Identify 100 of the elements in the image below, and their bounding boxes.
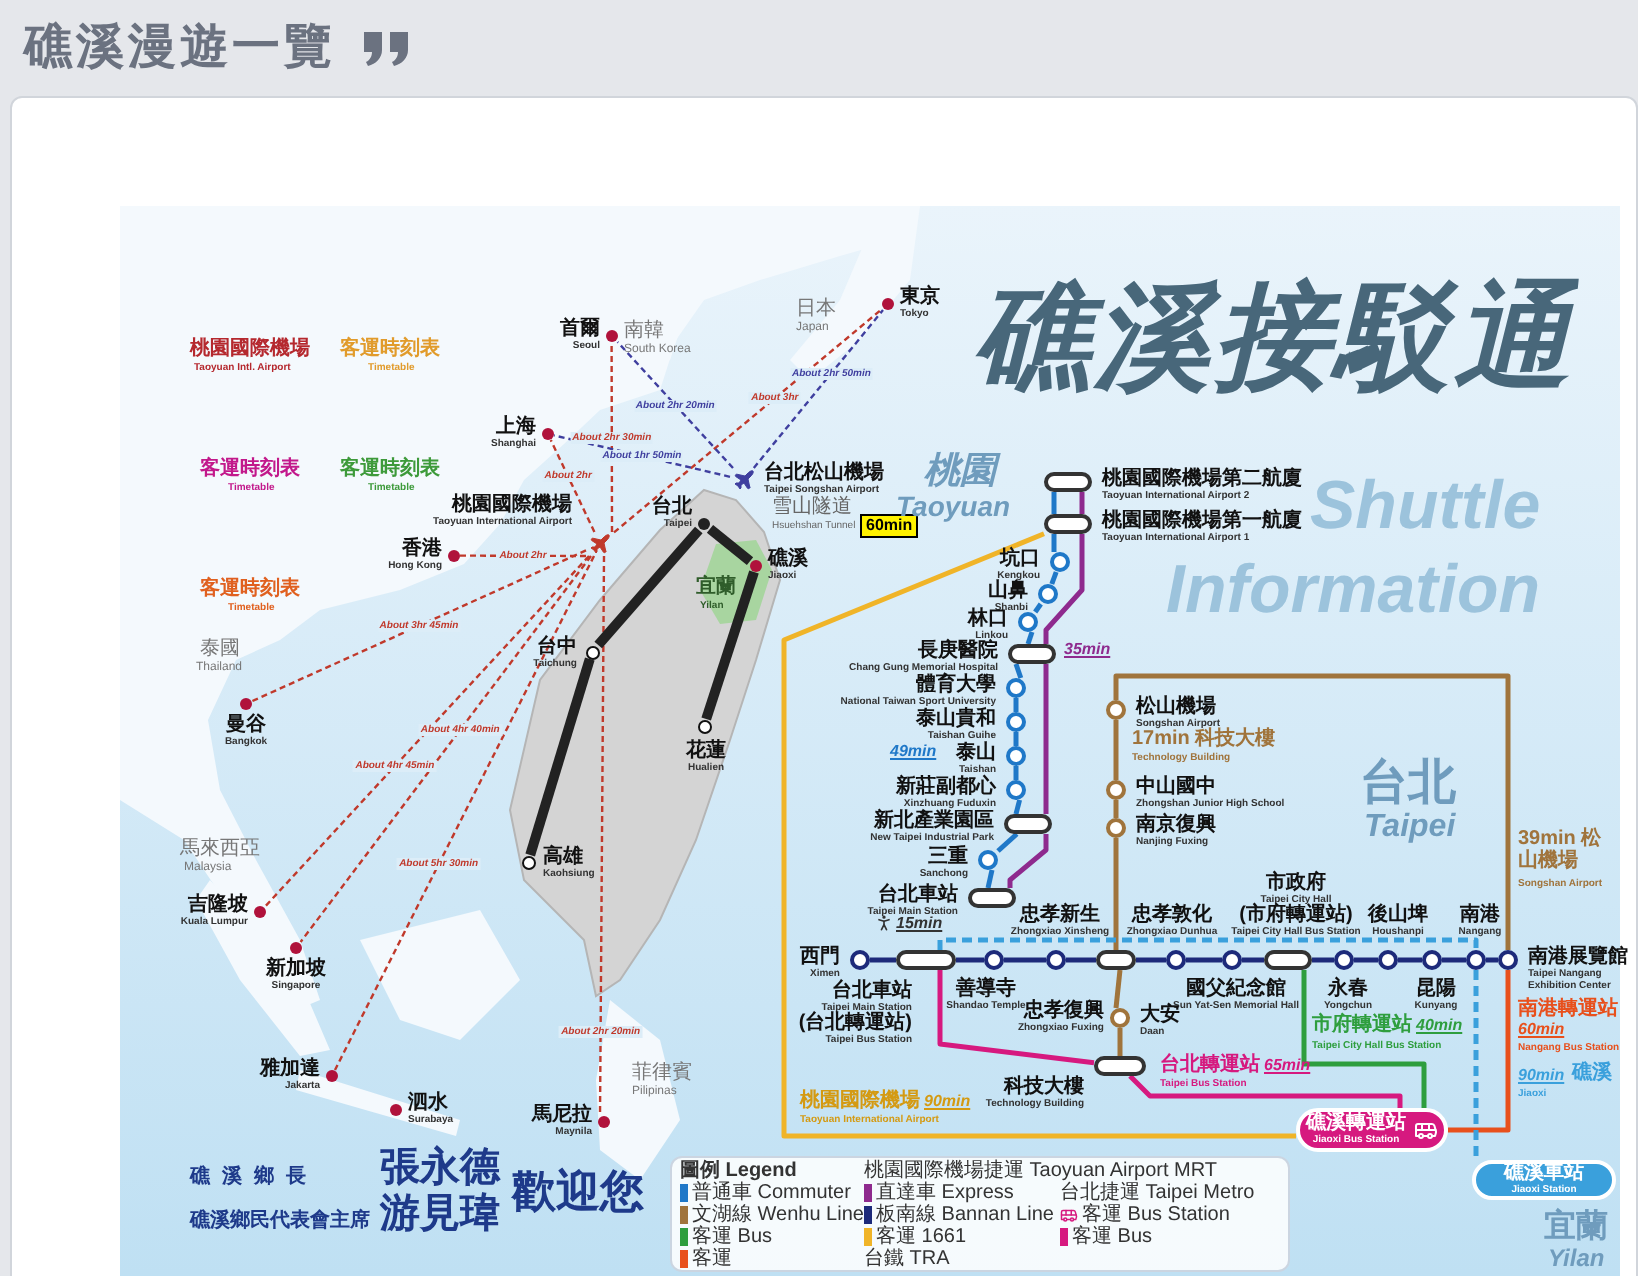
- region-name: Taoyuan: [896, 492, 1011, 520]
- legend-text: 台鐵 TRA: [864, 1248, 950, 1270]
- place-name: 礁溪: [768, 550, 808, 570]
- station-name: 後山埤: [1368, 906, 1428, 926]
- place-name: 吉隆坡: [186, 896, 248, 916]
- route-line: [598, 556, 606, 1116]
- travel-time: 35min: [1064, 642, 1111, 658]
- station-name: 泰山貴和: [916, 710, 996, 730]
- poster-subtitle: Information: [1166, 556, 1540, 624]
- place-name: 馬尼拉: [532, 1106, 592, 1126]
- place-name: 台北: [652, 498, 692, 518]
- travel-time: 90min: [1518, 1068, 1565, 1084]
- travel-time: 65min: [1264, 1058, 1311, 1074]
- station-name: 長庚醫院: [916, 642, 998, 662]
- region-name: Yilan: [1548, 1246, 1605, 1270]
- poster-title: 礁溪接駁通: [974, 280, 1574, 396]
- region-name: 桃園: [924, 452, 996, 488]
- place-name: 泗水: [408, 1094, 450, 1114]
- route-line: [1128, 1074, 1403, 1108]
- station-name: 昆陽: [1414, 980, 1458, 1000]
- station-name: 永春: [1325, 980, 1370, 1000]
- legend-text: 客運 Bus: [1072, 1226, 1153, 1248]
- route-line: [1013, 766, 1019, 780]
- route-line: [1079, 492, 1085, 514]
- route-line: [1013, 799, 1023, 815]
- station-name: 中山國中: [1136, 778, 1218, 798]
- legend-text: 客運 Bus: [692, 1226, 773, 1248]
- route-line: [1242, 957, 1264, 963]
- place-name: 曼谷: [224, 716, 268, 736]
- welcome-text: 歡迎您: [512, 1170, 644, 1214]
- travel-time: 49min: [890, 744, 937, 760]
- legend-text: 直達車 Express: [876, 1182, 1014, 1204]
- route-line: [1113, 720, 1119, 780]
- station-note: 市府轉運站: [1312, 1016, 1412, 1036]
- route-line: [1186, 957, 1222, 963]
- place-name: 首爾: [560, 320, 600, 340]
- route-line: [1013, 663, 1024, 679]
- route-line: [1051, 534, 1057, 552]
- tunnel-name: 雪山隧道: [772, 498, 852, 518]
- route-line: [701, 570, 759, 721]
- station-note: 桃園國際機場: [800, 1092, 920, 1112]
- region-name: 宜蘭: [696, 578, 736, 598]
- station-name: 忠孝敦化: [1129, 906, 1214, 926]
- route-line: [1113, 800, 1119, 818]
- route-line: [1113, 969, 1123, 1009]
- station-name: 林口: [968, 610, 1008, 630]
- route-line: [1025, 631, 1035, 645]
- country-name: 泰國: [200, 640, 240, 660]
- route-line: [616, 341, 734, 469]
- signature-name: 張永德: [380, 1148, 500, 1188]
- route-line: [1113, 838, 1119, 950]
- station-name: (台北轉運站): [798, 1014, 912, 1034]
- bus-station-badge: [1296, 1108, 1448, 1152]
- place-name: 花蓮: [686, 741, 726, 761]
- travel-time: 60min: [1518, 1022, 1565, 1038]
- route-line: [1486, 957, 1498, 963]
- place-name: 東京: [900, 288, 940, 308]
- legend-text: 文湖線 Wenhu Line: [692, 1204, 864, 1226]
- route-line: [1033, 602, 1043, 614]
- qr-caption: 桃園國際機場: [190, 340, 310, 360]
- route-line: [1043, 534, 1085, 644]
- station-note: 南港轉運站: [1518, 1000, 1618, 1020]
- route-line: [1043, 664, 1049, 814]
- route-line: [1354, 957, 1378, 963]
- route-line: [985, 869, 995, 889]
- route-line: [1398, 957, 1422, 963]
- route-line: [706, 524, 754, 566]
- place-name: 台北松山機場: [764, 464, 884, 484]
- travel-time: 39min 松山機場: [1518, 828, 1604, 872]
- station-name: 科技大樓: [1001, 1078, 1084, 1098]
- country-name: 菲律賓: [632, 1064, 692, 1084]
- route-line: [937, 937, 1479, 950]
- route-line: [525, 657, 595, 857]
- route-line: [781, 531, 1296, 1139]
- route-line: [1301, 970, 1427, 1108]
- route-line: [594, 526, 703, 649]
- country-name: 馬來西亞: [180, 840, 260, 860]
- station-name: 桃園國際機場第一航廈: [1102, 512, 1302, 532]
- legend-text: 台北捷運 Taipei Metro: [1060, 1182, 1255, 1204]
- route-line: [1113, 673, 1511, 950]
- route-line: [251, 549, 587, 703]
- station-name: 南京復興: [1136, 816, 1216, 836]
- route-line: [1136, 957, 1166, 963]
- region-name: 宜蘭: [1544, 1212, 1608, 1244]
- station-name: 體育大學: [914, 676, 996, 696]
- legend-text: 桃園國際機場捷運 Taoyuan Airport MRT: [864, 1160, 1218, 1182]
- route-line: [752, 309, 884, 469]
- route-line: [1013, 698, 1019, 712]
- route-line: [1004, 957, 1046, 963]
- route-line: [1312, 957, 1334, 963]
- station-name: 善導寺: [954, 980, 1018, 1000]
- route-line: [299, 555, 592, 943]
- station-name: (市府轉運站): [1237, 906, 1355, 926]
- country-name: 南韓: [624, 322, 664, 342]
- place-name: 雅加達: [260, 1060, 320, 1080]
- route-line: [1448, 970, 1511, 1133]
- station-name: 泰山: [956, 744, 996, 764]
- route-line: [1013, 732, 1019, 746]
- legend-text: 客運: [692, 1248, 732, 1270]
- place-name: 桃園國際機場: [449, 496, 572, 516]
